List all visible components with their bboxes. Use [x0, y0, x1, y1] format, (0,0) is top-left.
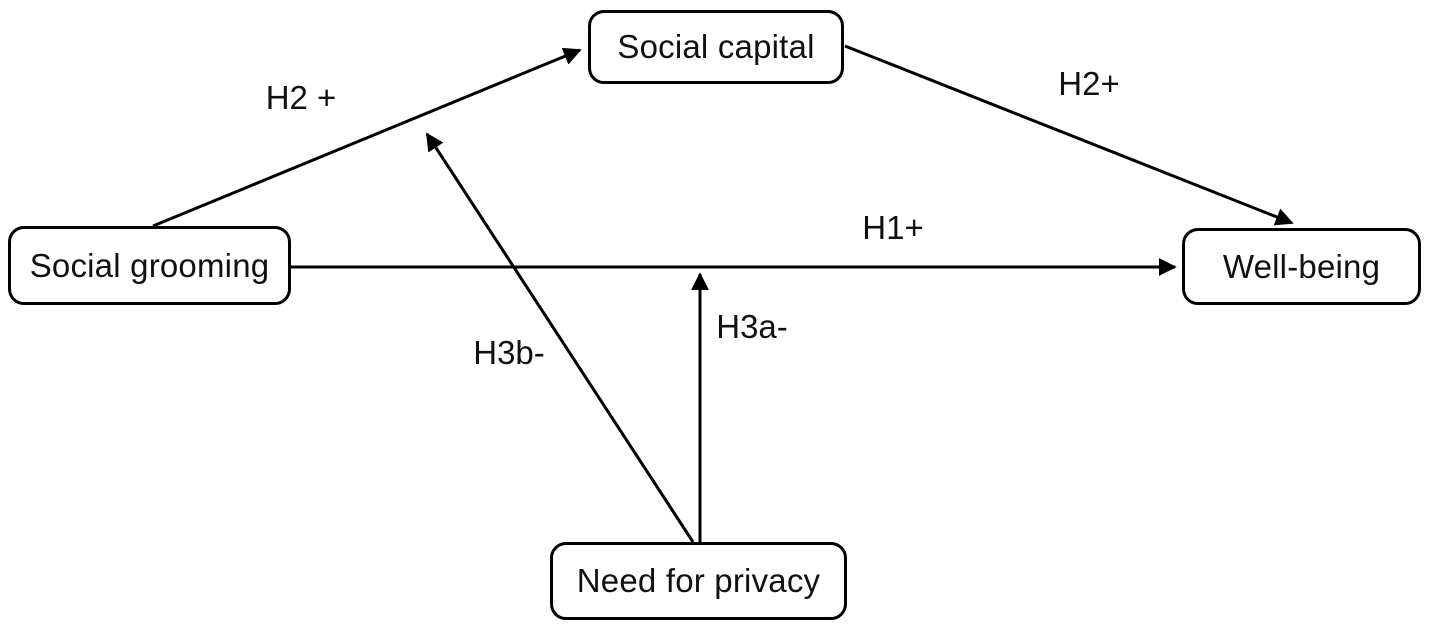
node-well-being: Well-being: [1182, 228, 1421, 305]
edge-social-capital-to-well-being: [844, 44, 1294, 226]
node-well-being-label: Well-being: [1222, 247, 1381, 285]
node-social-capital-label: Social capital: [617, 28, 815, 65]
node-social-capital: Social capital: [588, 10, 844, 84]
node-social-grooming-label: Social grooming: [29, 246, 270, 284]
node-social-grooming: Social grooming: [8, 226, 291, 305]
node-need-for-privacy-label: Need for privacy: [576, 562, 821, 599]
node-need-for-privacy: Need for privacy: [550, 542, 847, 620]
edge-label-h2-grooming-capital: H2 +: [265, 79, 337, 116]
edge-social-grooming-to-social-capital: [152, 47, 582, 228]
edge-label-h3a: H3a-: [716, 308, 788, 345]
edge-label-h3b: H3b-: [473, 334, 545, 371]
edge-label-h1: H1+: [862, 209, 924, 246]
edge-label-h2-capital-wellbeing: H2+: [1058, 65, 1120, 102]
edge-need-for-privacy-to-h2-path: [425, 132, 695, 543]
